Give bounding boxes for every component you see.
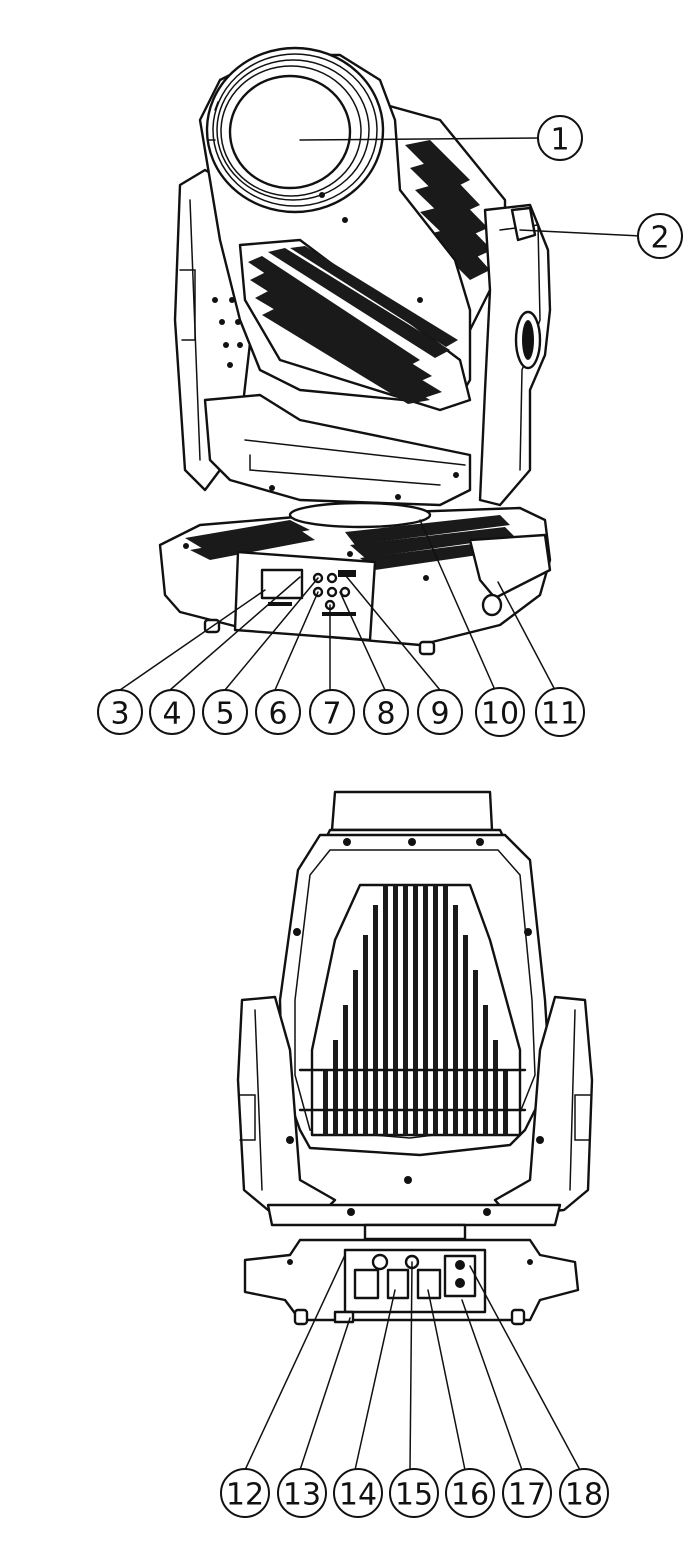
callout-6: 6 (255, 689, 301, 735)
callout-2: 2 (637, 213, 683, 259)
callout-16: 16 (445, 1468, 495, 1518)
svg-text:15: 15 (395, 1478, 433, 1513)
leader-lines-top (119, 137, 641, 691)
callouts-top: 1 2 3 4 5 6 7 8 (97, 115, 683, 737)
rear-base (243, 1223, 580, 1326)
callout-14: 14 (333, 1468, 383, 1518)
svg-text:1: 1 (550, 123, 569, 158)
svg-text:7: 7 (322, 697, 341, 732)
callout-5: 5 (202, 689, 248, 735)
head-side-grille (238, 238, 472, 412)
svg-text:12: 12 (226, 1478, 264, 1513)
base (158, 501, 552, 656)
rear-grille (298, 883, 527, 1137)
callout-8: 8 (363, 689, 409, 735)
lcd-display (260, 568, 304, 600)
head-rear-fins (405, 140, 492, 280)
svg-text:16: 16 (451, 1478, 489, 1513)
dmx-out (386, 1268, 410, 1300)
callout-9: 9 (417, 689, 463, 735)
button-down[interactable] (312, 586, 324, 598)
svg-text:17: 17 (508, 1478, 546, 1513)
svg-text:10: 10 (481, 697, 519, 732)
logo-badge (338, 570, 356, 577)
power-in (416, 1268, 442, 1300)
svg-text:14: 14 (339, 1478, 377, 1513)
svg-text:18: 18 (565, 1478, 603, 1513)
yoke-handle (510, 206, 537, 242)
button-up[interactable] (326, 572, 338, 584)
svg-text:9: 9 (430, 697, 449, 732)
dmx-in (353, 1268, 380, 1300)
svg-text:6: 6 (268, 697, 287, 732)
front-lens (228, 74, 352, 190)
callout-15: 15 (389, 1468, 439, 1518)
front-view-fixture (119, 46, 641, 691)
safety-hook (333, 1310, 355, 1324)
svg-text:8: 8 (376, 697, 395, 732)
callout-1: 1 (537, 115, 583, 161)
fuse (371, 1253, 389, 1271)
callouts-bottom: 12 13 14 15 16 17 18 (220, 1468, 609, 1518)
button-extra[interactable] (339, 586, 351, 598)
base-handle (468, 533, 552, 600)
svg-text:5: 5 (215, 697, 234, 732)
callout-12: 12 (220, 1468, 270, 1518)
rear-head-top (330, 790, 494, 832)
svg-text:13: 13 (283, 1478, 321, 1513)
callout-3: 3 (97, 689, 143, 735)
right-yoke-arm (478, 203, 552, 507)
rear-view-fixture (236, 790, 594, 1471)
leader-lines-bottom (244, 1254, 581, 1471)
callout-4: 4 (149, 689, 195, 735)
button-mode[interactable] (312, 572, 324, 584)
callout-11: 11 (535, 687, 585, 737)
callout-18: 18 (559, 1468, 609, 1518)
button-enter[interactable] (326, 586, 338, 598)
callout-10: 10 (475, 687, 525, 737)
svg-text:2: 2 (650, 221, 669, 256)
callout-17: 17 (502, 1468, 552, 1518)
callout-13: 13 (277, 1468, 327, 1518)
svg-text:4: 4 (162, 697, 181, 732)
callout-7: 7 (309, 689, 355, 735)
svg-text:11: 11 (541, 697, 579, 732)
svg-text:3: 3 (110, 697, 129, 732)
